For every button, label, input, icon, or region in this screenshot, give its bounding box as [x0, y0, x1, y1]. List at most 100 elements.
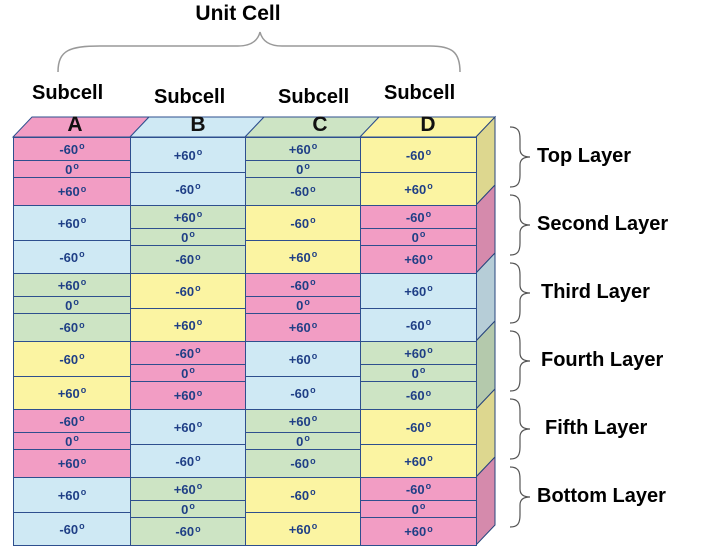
degree-mark: o	[425, 481, 432, 491]
layer-brace-6	[509, 466, 531, 528]
layer-label-5: Fifth Layer	[545, 417, 648, 439]
ply-angle: 0	[181, 229, 189, 245]
ply-angle: +60	[288, 249, 311, 265]
ply-angle: +60	[57, 456, 80, 471]
ply-angle: +60	[404, 453, 427, 469]
layer-label-3: Third Layer	[541, 281, 650, 303]
ply-angle: -60	[290, 487, 310, 503]
ply-angle: +60	[288, 521, 311, 537]
degree-mark: o	[311, 521, 318, 531]
column-label-c: C	[312, 113, 328, 136]
degree-mark: o	[310, 487, 316, 497]
ply-angle: 0	[411, 229, 419, 245]
ply-angle: -60	[405, 209, 425, 225]
ply-angle: +60	[57, 215, 80, 231]
ply-angle: +60	[173, 209, 196, 225]
ply-angle: +60	[404, 524, 427, 539]
ply-angle: -60	[175, 252, 195, 267]
ply-angle: +60	[288, 320, 311, 335]
ply-angle: +60	[288, 413, 311, 429]
subcell-label-b: Subcell	[154, 86, 226, 108]
ply-angle: -60	[405, 388, 425, 403]
degree-mark: o	[79, 319, 85, 330]
degree-mark: o	[425, 209, 432, 219]
layer-brace-2	[509, 194, 531, 256]
ply-angle: -60	[290, 385, 310, 401]
layer-brace-3	[509, 262, 531, 324]
column-label-b: B	[190, 113, 206, 136]
degree-mark: o	[196, 419, 203, 429]
column-label-a: A	[67, 113, 83, 136]
ply-angle: +60	[173, 147, 196, 163]
degree-mark: o	[310, 385, 316, 395]
unit-cell-brace	[57, 31, 461, 73]
degree-mark: o	[311, 141, 318, 151]
ply-angle: 0	[411, 501, 419, 517]
degree-mark: o	[195, 251, 201, 262]
degree-mark: o	[73, 161, 79, 171]
ply-angle: -60	[290, 277, 310, 293]
ply-angle: -60	[175, 524, 195, 539]
ply-angle: 0	[296, 297, 304, 313]
degree-mark: o	[79, 413, 85, 423]
ply-angle: -60	[59, 351, 79, 367]
degree-mark: o	[427, 181, 433, 191]
column-label-d: D	[420, 113, 436, 136]
degree-mark: o	[311, 351, 318, 361]
ply-angle: +60	[57, 487, 80, 503]
ply-angle: +60	[288, 351, 311, 367]
degree-mark: o	[310, 277, 316, 287]
ply-angle: -60	[405, 481, 425, 497]
degree-mark: o	[196, 481, 203, 491]
ply-angle: -60	[290, 184, 310, 199]
ply-angle: -60	[59, 249, 79, 265]
ply-angle: -60	[175, 283, 195, 299]
degree-mark: o	[419, 501, 426, 511]
ply-angle: -60	[59, 320, 79, 335]
degree-mark: o	[195, 453, 201, 463]
ply-angle: -60	[59, 413, 79, 429]
degree-mark: o	[304, 297, 310, 307]
layer-brace-5	[509, 398, 531, 460]
degree-mark: o	[419, 365, 426, 375]
degree-mark: o	[196, 209, 203, 219]
ply-angle: -60	[290, 215, 310, 231]
ply-angle: 0	[181, 501, 189, 517]
degree-mark: o	[311, 319, 318, 330]
degree-mark: o	[79, 249, 85, 259]
layer-label-4: Fourth Layer	[541, 349, 664, 371]
ply-angle: +60	[173, 317, 196, 333]
ply-angle: -60	[175, 345, 195, 361]
degree-mark: o	[427, 283, 433, 293]
